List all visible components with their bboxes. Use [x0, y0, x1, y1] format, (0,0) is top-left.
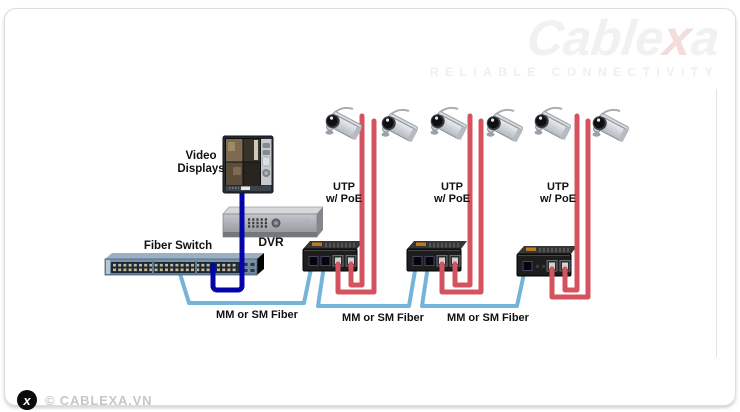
utp-cable-3a: [549, 118, 591, 300]
utp-cables: [335, 113, 591, 300]
fiber-switch: [104, 253, 264, 276]
network-diagram: [104, 106, 632, 308]
fiber-run-3: [420, 258, 528, 308]
camera-4: [483, 108, 526, 144]
brand-watermark: Cablexa RELIABLE CONNECTIVITY: [429, 10, 722, 79]
utp-label-line2: w/ PoE: [325, 193, 363, 206]
dvr-device: [222, 206, 324, 238]
fiber-run-2: [316, 258, 419, 308]
fiber-run-label-3: MM or SM Fiber: [447, 312, 529, 324]
utp-label-line1: UTP: [333, 181, 355, 193]
cablexa-logo-icon: x: [17, 390, 37, 410]
fiber-switch-label: Fiber Switch: [143, 240, 213, 252]
fiber-run-1: [175, 258, 315, 305]
utp-cable-1b: [348, 113, 365, 288]
camera-6: [589, 108, 632, 144]
utp-cable-2a: [439, 118, 484, 295]
utp-label-line2: w/ PoE: [433, 193, 471, 206]
video-displays-label: Video Displays: [177, 150, 225, 175]
camera-2: [378, 108, 421, 144]
diagram-right-border: [716, 89, 717, 357]
utp-cable-2b: [452, 113, 473, 288]
dvr-label: DVR: [258, 235, 284, 249]
media-converter-1: [303, 241, 363, 271]
fiber-run-label-2: MM or SM Fiber: [342, 312, 424, 324]
utp-poe-label-1: UTP w/ PoE: [320, 181, 368, 206]
utp-label-line1: UTP: [547, 181, 569, 193]
utp-cable-3b: [562, 113, 580, 293]
utp-label-line2: w/ PoE: [539, 193, 577, 206]
media-converter-3: [517, 246, 577, 276]
camera-1: [322, 106, 365, 142]
brand-tagline: RELIABLE CONNECTIVITY: [429, 65, 719, 79]
dvr-cable: [210, 189, 245, 293]
camera-3: [427, 106, 470, 142]
utp-label-line1: UTP: [441, 181, 463, 193]
footer: x © CABLEXA.VN: [17, 390, 152, 410]
media-converter-2: [407, 241, 467, 271]
footer-copyright: © CABLEXA.VN: [45, 392, 153, 408]
utp-poe-label-2: UTP w/ PoE: [428, 181, 476, 206]
diagram-card: Cablexa RELIABLE CONNECTIVITY: [4, 8, 736, 410]
utp-cable-1a: [335, 118, 377, 295]
video-display-monitor: [222, 135, 274, 194]
utp-poe-label-3: UTP w/ PoE: [534, 181, 582, 206]
fiber-run-label-1: MM or SM Fiber: [216, 309, 298, 321]
camera-5: [531, 106, 574, 142]
fiber-cables: [175, 258, 528, 308]
